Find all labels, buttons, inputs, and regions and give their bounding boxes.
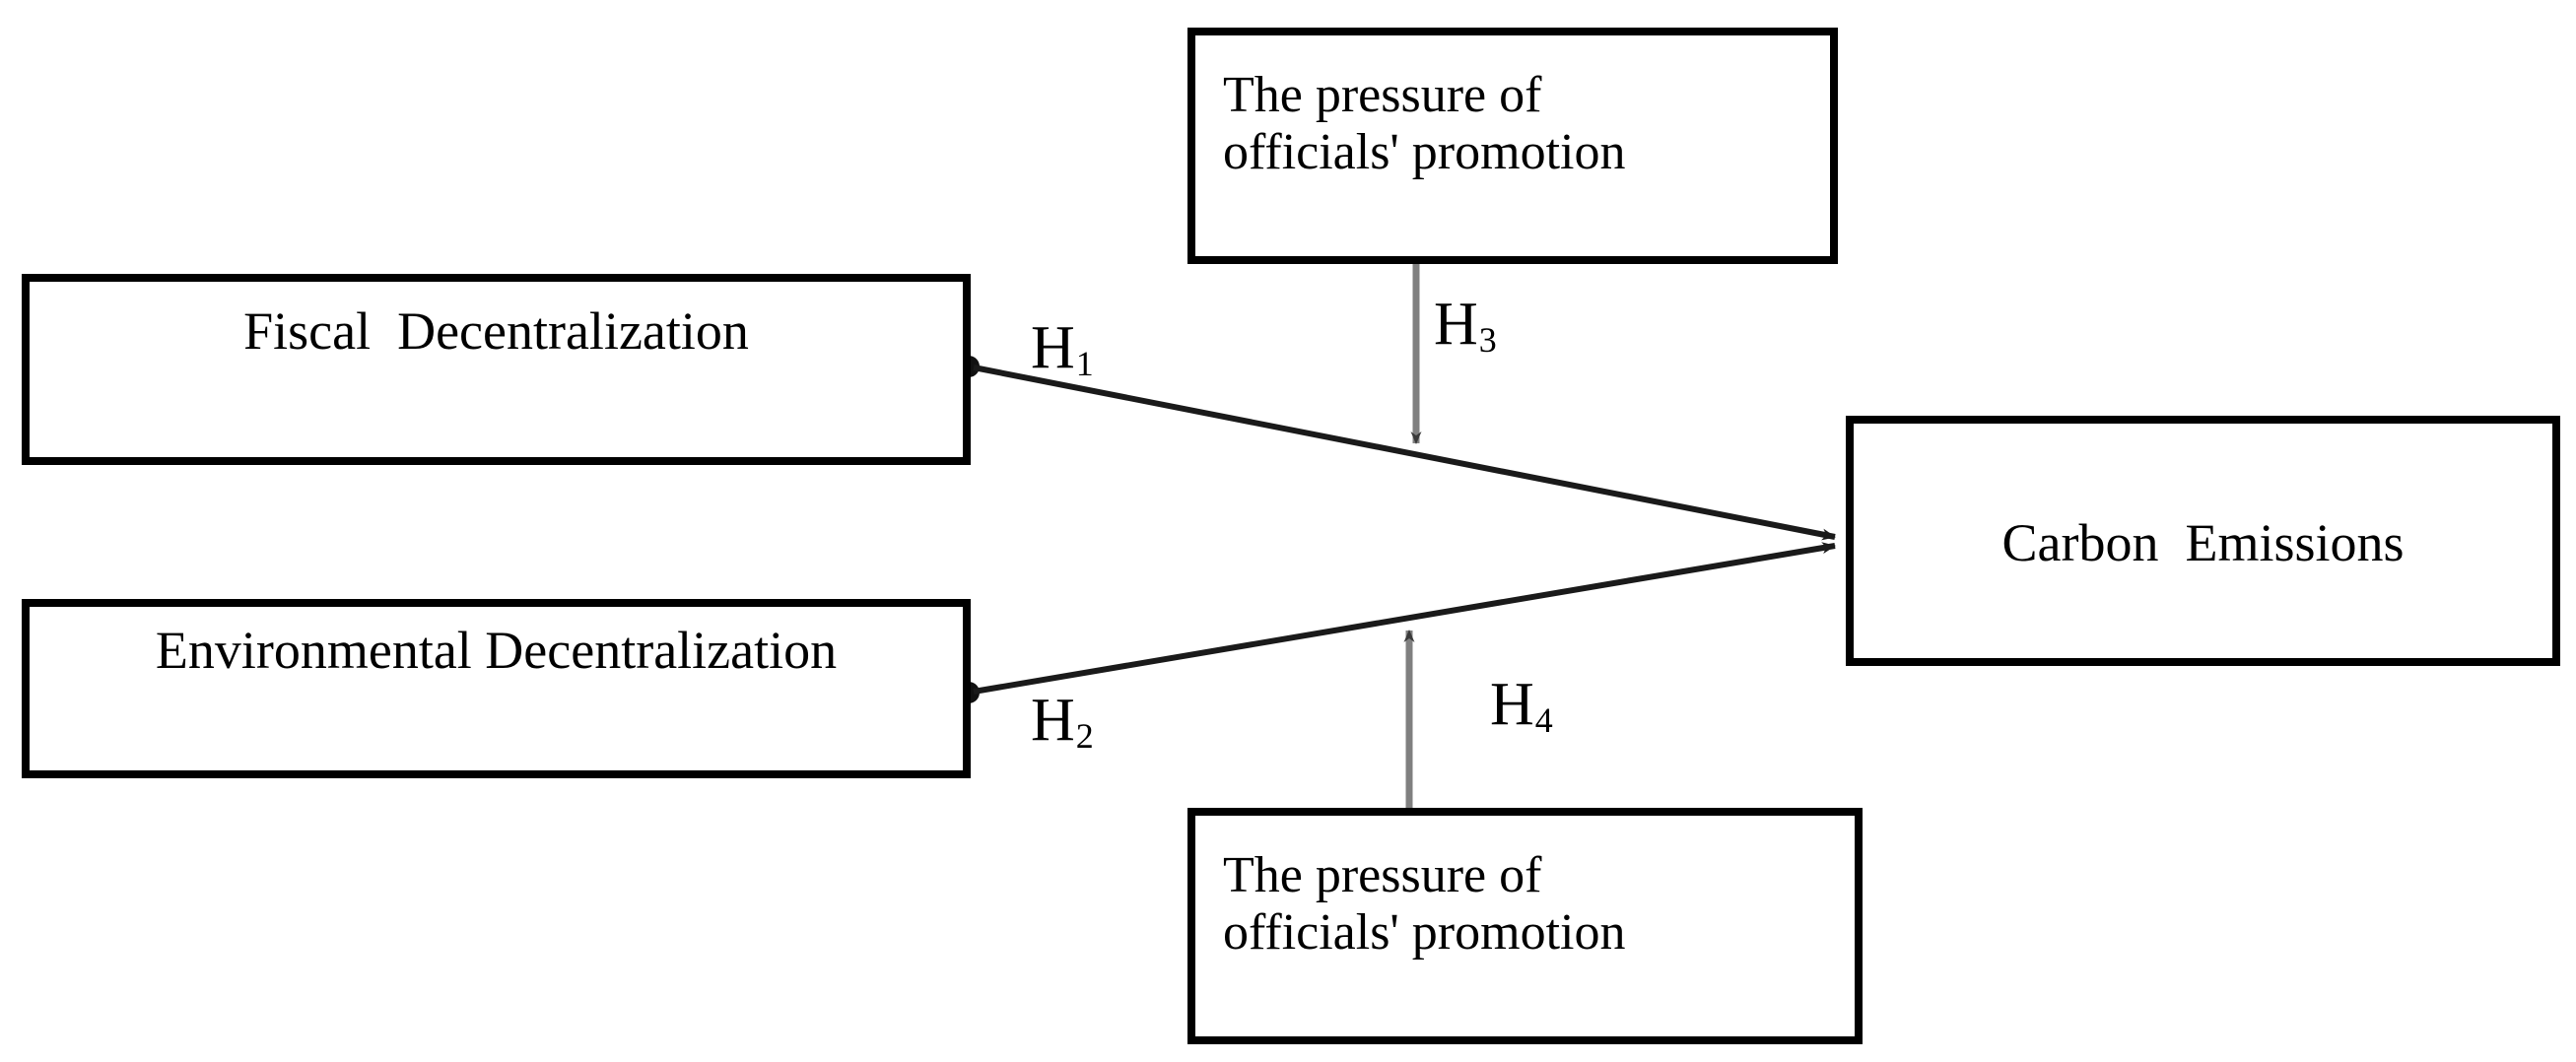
- node-pressure-officials-promotion-top: The pressure of officials' promotion: [1187, 28, 1838, 264]
- edge-label-h1-base: H: [1031, 314, 1075, 381]
- node-pressure-officials-promotion-top-label: The pressure of officials' promotion: [1223, 67, 1626, 181]
- edge-label-h1: H1: [1031, 314, 1094, 381]
- node-fiscal-decentralization: Fiscal Decentralization: [22, 274, 971, 465]
- edge-label-h1-subscript: 1: [1075, 343, 1094, 383]
- edge-label-h3-subscript: 3: [1478, 319, 1497, 360]
- edge-label-h2: H2: [1031, 687, 1094, 754]
- node-environmental-decentralization-label: Environmental Decentralization: [155, 621, 838, 680]
- edge-label-h4: H4: [1490, 671, 1553, 738]
- node-carbon-emissions-label: Carbon Emissions: [2001, 512, 2405, 572]
- edge-label-h3-base: H: [1434, 291, 1478, 358]
- edge-h2: [958, 542, 1836, 703]
- edge-label-h3: H3: [1434, 291, 1497, 358]
- node-pressure-officials-promotion-bottom: The pressure of officials' promotion: [1187, 808, 1863, 1044]
- edge-label-h4-base: H: [1490, 671, 1534, 738]
- node-pressure-officials-promotion-bottom-label: The pressure of officials' promotion: [1223, 847, 1626, 962]
- edge-label-h2-subscript: 2: [1075, 715, 1094, 756]
- node-fiscal-decentralization-label: Fiscal Decentralization: [243, 301, 749, 361]
- edge-label-h2-base: H: [1031, 687, 1075, 754]
- edge-label-h4-subscript: 4: [1534, 699, 1553, 740]
- node-environmental-decentralization: Environmental Decentralization: [22, 599, 971, 778]
- node-carbon-emissions: Carbon Emissions: [1846, 416, 2560, 666]
